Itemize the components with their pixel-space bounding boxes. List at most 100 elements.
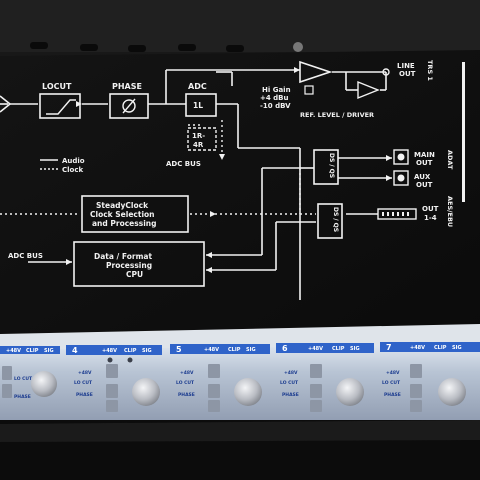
locut-button[interactable] xyxy=(310,384,322,398)
hi-gain-4-label: +4 dBu xyxy=(260,94,289,102)
p48-label: +48V xyxy=(6,348,21,354)
phase-button[interactable] xyxy=(106,400,118,412)
phase-label: PHASE xyxy=(76,392,93,398)
p48-front-label: +48V xyxy=(386,370,400,376)
locut-button[interactable] xyxy=(208,384,220,398)
clip-label: CLIP xyxy=(124,348,137,354)
aux-out-label-2: OUT xyxy=(416,181,433,189)
main-out-label: MAIN xyxy=(414,151,435,159)
clip-label: CLIP xyxy=(26,348,39,354)
aux-out-label: AUX xyxy=(414,173,431,181)
locut-button[interactable] xyxy=(410,384,422,398)
channel-strip: 5 +48V CLIP SIG +48V LO CUT PHASE xyxy=(170,344,270,412)
locut-label: LO CUT xyxy=(176,380,195,386)
phase-button[interactable] xyxy=(310,400,322,412)
main-out-port xyxy=(393,149,409,165)
adc-1r-label: 1R- xyxy=(192,132,205,140)
channel-strips: +48V CLIP SIG LO CUT PHASE 4 +48V CLIP S… xyxy=(0,342,480,412)
main-out-label-2: OUT xyxy=(416,159,433,167)
channel-number: 7 xyxy=(386,343,392,352)
locut-label: LO CUT xyxy=(382,380,401,386)
channel-strip: 7 +48V CLIP SIG +48V LO CUT PHASE xyxy=(380,342,480,412)
switch-button[interactable] xyxy=(2,384,12,398)
locut-button[interactable] xyxy=(106,384,118,398)
p48-button[interactable] xyxy=(106,364,118,378)
legend-clock: Clock xyxy=(62,166,83,174)
steadyclock-label-2: Clock Selection xyxy=(90,210,155,219)
p48-label: +48V xyxy=(308,346,323,352)
channel-number: 4 xyxy=(72,346,78,355)
cpu-label-1: Data / Format xyxy=(94,252,152,261)
channel-strip: 6 +48V CLIP SIG +48V LO CUT PHASE xyxy=(276,343,374,412)
sig-label: SIG xyxy=(142,348,152,354)
adc-block xyxy=(185,93,217,117)
p48-front-label: +48V xyxy=(78,370,92,376)
steadyclock-label-3: and Processing xyxy=(92,219,156,228)
out14-label-2: 1-4 xyxy=(424,214,437,222)
line-out-label: LINE xyxy=(397,62,415,70)
sig-label: SIG xyxy=(452,345,462,351)
cpu-block xyxy=(73,241,205,287)
steadyclock-block xyxy=(81,195,189,233)
optical-port-icon xyxy=(397,153,405,161)
line-out-jack-icon xyxy=(382,68,390,76)
highpass-icon xyxy=(46,99,76,115)
printed-panel xyxy=(0,50,480,345)
cpu-label-3: CPU xyxy=(126,270,143,279)
adc-label: ADC xyxy=(188,82,207,91)
channel-number: 6 xyxy=(282,344,288,353)
sig-label: SIG xyxy=(246,347,256,353)
arrow-heads xyxy=(66,67,392,273)
phase-label: PHASE xyxy=(112,82,142,91)
clip-label: CLIP xyxy=(228,347,241,353)
locut-label: LO CUT xyxy=(14,376,33,382)
led-icon xyxy=(107,357,113,363)
phase-label: PHASE xyxy=(14,394,31,400)
p48-button[interactable] xyxy=(410,364,422,378)
aes-label: AES/EBU xyxy=(446,196,454,227)
p48-label: +48V xyxy=(410,345,425,351)
ds-qs-label-1: DS / QS xyxy=(328,153,335,178)
panel-edge-line xyxy=(462,62,465,202)
phase-button[interactable] xyxy=(208,400,220,412)
switch-button[interactable] xyxy=(2,366,12,380)
gain-knob[interactable] xyxy=(438,378,466,406)
phase-label: PHASE xyxy=(282,392,299,398)
ds-qs-block-2 xyxy=(317,203,343,239)
p48-button[interactable] xyxy=(208,364,220,378)
gain-knob[interactable] xyxy=(336,378,364,406)
p48-front-label: +48V xyxy=(180,370,194,376)
p48-label: +48V xyxy=(204,347,219,353)
hi-gain-10-label: -10 dBV xyxy=(260,102,291,110)
led-icon xyxy=(127,357,133,363)
clip-label: CLIP xyxy=(332,346,345,352)
trs-label: TRS 1 xyxy=(426,60,434,81)
p48-label: +48V xyxy=(102,348,117,354)
gain-knob[interactable] xyxy=(132,378,160,406)
p48-button[interactable] xyxy=(310,364,322,378)
locut-label: LO CUT xyxy=(280,380,299,386)
chassis-top xyxy=(0,0,480,52)
channel-number: 5 xyxy=(176,345,182,354)
switch-icon xyxy=(304,85,314,95)
adc-1l-label: 1L xyxy=(193,101,203,110)
ref-level-label: REF. LEVEL / DRIVER xyxy=(300,111,374,119)
optical-port-icon xyxy=(397,174,405,182)
gain-knob[interactable] xyxy=(31,371,57,397)
phase-button[interactable] xyxy=(410,400,422,412)
cpu-label-2: Processing xyxy=(106,261,152,270)
ds-qs-block-1 xyxy=(313,149,339,185)
phase-block xyxy=(109,93,149,119)
adc-bus-input-label: ADC BUS xyxy=(8,252,43,260)
screw-icon xyxy=(293,42,303,52)
dsub-connector-icon xyxy=(377,208,417,220)
phase-label: PHASE xyxy=(384,392,401,398)
out14-label: OUT xyxy=(422,205,439,213)
p48-front-label: +48V xyxy=(284,370,298,376)
gain-knob[interactable] xyxy=(234,378,262,406)
vent-slots xyxy=(30,42,244,52)
channel-strip: 4 +48V CLIP SIG +48V LO CUT PHASE xyxy=(66,345,162,412)
locut-label: LO CUT xyxy=(74,380,93,386)
steadyclock-label-1: SteadyClock xyxy=(96,201,149,210)
